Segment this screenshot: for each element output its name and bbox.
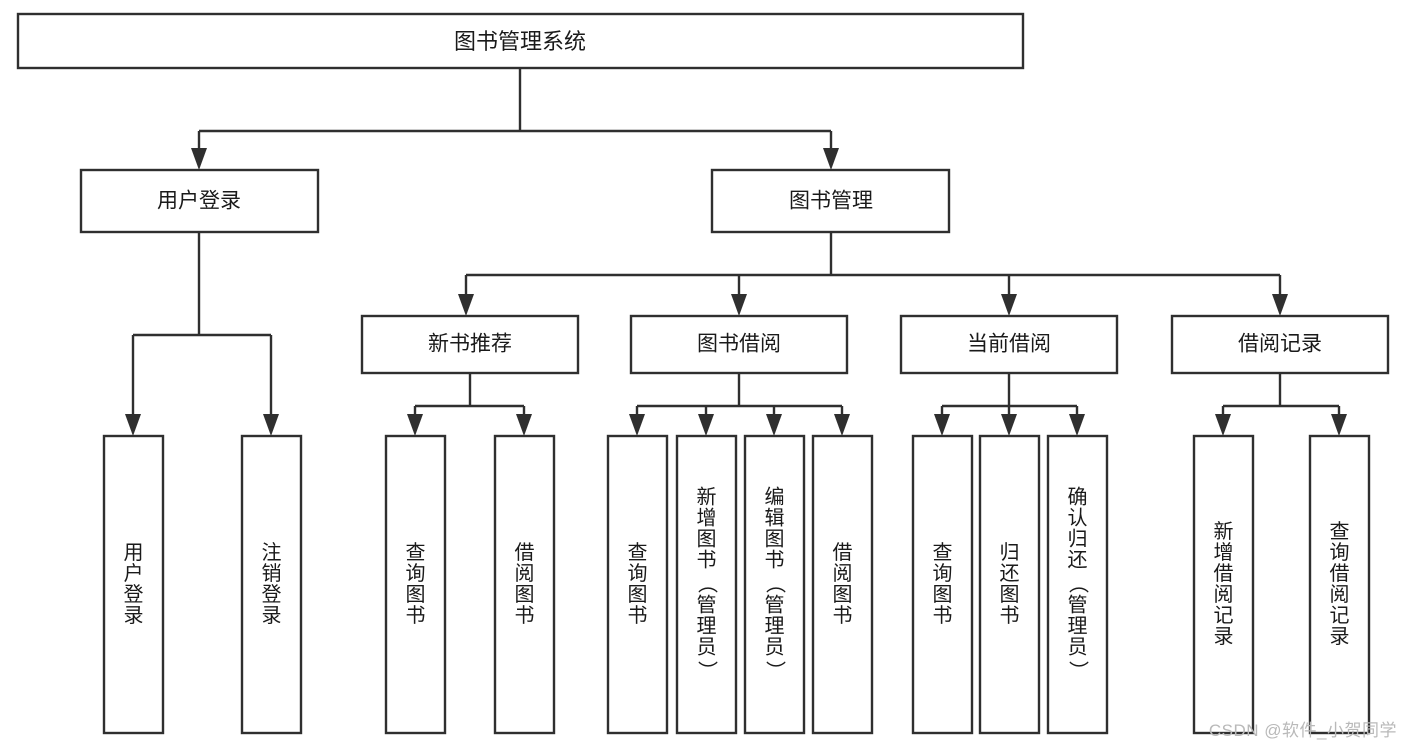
node-book-borrow-label: 图书借阅	[697, 333, 781, 356]
node-user-login[interactable]: 用户登录	[79, 168, 320, 234]
csdn-watermark: CSDN @软件_小贺同学	[1208, 721, 1397, 740]
connector-currentborrow-to-leaves	[934, 373, 1085, 436]
node-borrow-record[interactable]: 借阅记录	[1170, 314, 1390, 375]
node-new-book-rec-label: 新书推荐	[428, 333, 512, 356]
node-current-borrow-label: 当前借阅	[967, 333, 1051, 356]
node-user-login-label: 用户登录	[157, 190, 241, 213]
node-book-manage-label: 图书管理	[789, 190, 873, 213]
node-leaf-confirm-return[interactable]	[1046, 434, 1109, 735]
node-leaf-user-login[interactable]	[102, 434, 165, 735]
connector-userlogin-to-leaves	[125, 232, 279, 436]
node-new-book-rec[interactable]: 新书推荐	[360, 314, 580, 375]
node-root[interactable]: 图书管理系统	[16, 12, 1025, 70]
node-borrow-record-label: 借阅记录	[1238, 333, 1322, 356]
node-leaf-query-book-3[interactable]	[911, 434, 974, 735]
connector-borrowrecord-to-leaves	[1215, 373, 1347, 436]
connector-bookborrow-to-leaves	[629, 373, 850, 436]
node-leaf-add-book[interactable]	[675, 434, 738, 735]
node-leaf-query-book-2[interactable]	[606, 434, 669, 735]
node-root-label: 图书管理系统	[454, 29, 586, 54]
node-book-borrow[interactable]: 图书借阅	[629, 314, 849, 375]
node-leaf-query-book-1[interactable]	[384, 434, 447, 735]
node-leaf-edit-book[interactable]	[743, 434, 806, 735]
node-leaf-query-record[interactable]	[1308, 434, 1371, 735]
node-leaf-borrow-book-1[interactable]	[493, 434, 556, 735]
node-current-borrow[interactable]: 当前借阅	[899, 314, 1119, 375]
node-leaf-add-record[interactable]	[1192, 434, 1255, 735]
node-book-manage[interactable]: 图书管理	[710, 168, 951, 234]
node-leaf-borrow-book-2[interactable]	[811, 434, 874, 735]
connector-bookmanage-to-level3	[458, 232, 1288, 316]
connector-newbook-to-leaves	[407, 373, 532, 436]
connector-root-to-level2	[191, 68, 839, 170]
node-leaf-return-book[interactable]	[978, 434, 1041, 735]
node-leaf-logout-login[interactable]	[240, 434, 303, 735]
